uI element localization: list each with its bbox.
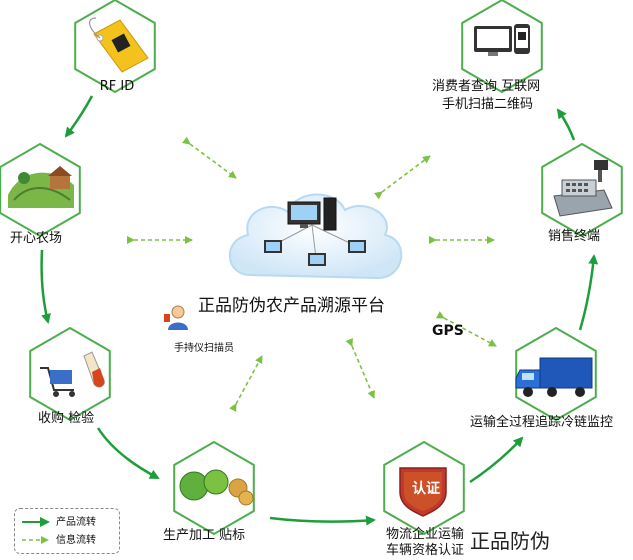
- scanner-person-icon: [164, 305, 188, 330]
- certification-badge-icon: [399, 467, 447, 517]
- arrow-transport-to-pos: [578, 254, 599, 331]
- info-arrow-purchase: [229, 355, 263, 413]
- arrow-rfid-to-farm: [64, 95, 94, 138]
- info-arrow-rfid: [181, 136, 237, 179]
- farm-icon: [8, 166, 74, 208]
- cloud: [228, 193, 403, 280]
- info-arrow-consumer: [374, 155, 431, 200]
- legend-label-info: 信息流转: [56, 535, 96, 546]
- network-icon: [264, 197, 366, 266]
- node-label-purchase: 收购 检验: [38, 411, 95, 426]
- devices-icon: [474, 24, 530, 56]
- arrow-logistics-to-transport: [469, 436, 524, 484]
- gps-label: GPS: [432, 323, 464, 339]
- arrow-farm-to-purchase: [40, 249, 51, 324]
- node-label-processing: 生产加工 贴标: [163, 528, 246, 543]
- certification-badge-text: 认证: [412, 481, 440, 497]
- node-label-transport: 运输全过程追踪冷链监控: [470, 415, 614, 430]
- arrow-pos-to-consumer: [556, 108, 576, 141]
- rf-id-tag-icon: [89, 17, 149, 73]
- vegetables-icon: [179, 469, 254, 506]
- arrow-purchase-to-processing: [96, 427, 160, 480]
- legend: [22, 517, 50, 544]
- node-label-logistics-1: 物流企业运输: [386, 527, 465, 542]
- node-label-consumer-2: 手机扫描二维码: [442, 97, 534, 112]
- info-arrow-transport: [435, 311, 497, 347]
- node-label-logistics-2: 车辆资格认证: [386, 543, 465, 558]
- node-label-rfid: RF ID: [99, 79, 135, 94]
- cash-register-icon: [553, 160, 613, 217]
- arrow-processing-to-logistics: [269, 515, 376, 526]
- node-label-farm: 开心农场: [10, 231, 63, 246]
- legend-box: [14, 508, 120, 554]
- info-arrow-logistics: [345, 337, 375, 399]
- test-tube-icon: [83, 351, 105, 388]
- truck-icon: [515, 357, 593, 397]
- node-label-pos: 销售终端: [548, 229, 601, 244]
- cart-icon: [40, 367, 75, 397]
- node-label-consumer-1: 消费者查询 互联网: [432, 79, 541, 94]
- platform-title: 正品防伪农产品溯源平台: [198, 296, 385, 316]
- legend-label-product: 产品流转: [56, 517, 96, 528]
- watermark-text: 正品防伪: [470, 529, 550, 553]
- scanner-label: 手持仪扫描员: [174, 343, 234, 354]
